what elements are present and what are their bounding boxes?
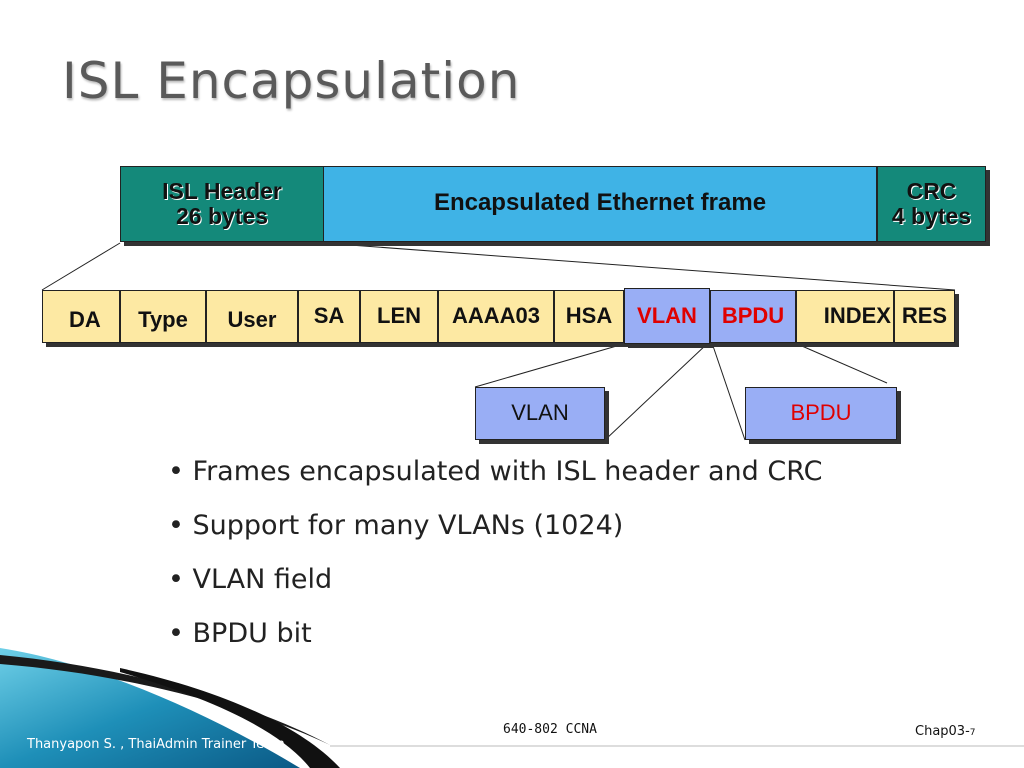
field-len: LEN [360, 290, 438, 343]
field-da: DA [42, 290, 120, 343]
vlan-callout-label: VLAN [511, 400, 569, 426]
bullet-list: • Frames encapsulated with ISL header an… [168, 448, 822, 664]
field-hsa: HSA [554, 290, 624, 343]
connector-line [474, 342, 628, 388]
bpdu-callout: BPDU [745, 387, 897, 440]
connector-line [604, 342, 709, 441]
encapsulated-frame-label: Encapsulated Ethernet frame [433, 188, 767, 216]
bullet-item: • BPDU bit [168, 618, 312, 649]
bullet-text: Frames encapsulated with ISL header and … [192, 456, 823, 487]
field-len-label: LEN [377, 303, 421, 329]
field-bpdu: BPDU [710, 290, 796, 343]
bpdu-callout-label: BPDU [790, 400, 852, 426]
field-sa-label: SA [313, 303, 345, 329]
field-user: User [206, 290, 298, 343]
footer-course: 640-802 CCNA [503, 722, 597, 737]
connector-line [711, 342, 746, 441]
bullet-item: • Frames encapsulated with ISL header an… [168, 456, 823, 487]
field-aaaa03-label: AAAA03 [451, 303, 541, 329]
slide-title: ISL Encapsulation [62, 52, 521, 110]
connector-line [41, 242, 121, 291]
bullet-item: • VLAN field [168, 564, 333, 595]
field-type-label: Type [138, 307, 188, 332]
connector-line [322, 242, 956, 291]
field-hsa-label: HSA [565, 303, 613, 329]
field-type: Type [120, 290, 206, 343]
field-index-label: INDEX [823, 303, 891, 329]
field-vlan: VLAN [624, 288, 710, 344]
field-res: RES [894, 290, 955, 343]
field-bpdu-label: BPDU [721, 303, 785, 329]
field-res-label: RES [901, 303, 948, 329]
field-aaaa03: AAAA03 [438, 290, 554, 343]
footer-author: Thanyapon S. , ThaiAdmin Trainer Team [27, 737, 285, 752]
isl-header-size: 26 bytes [175, 203, 269, 229]
footer-chapter-label: Chap03- [915, 724, 970, 739]
crc-size: 4 bytes [891, 203, 972, 229]
field-index: INDEX [796, 290, 894, 343]
crc-box: CRC 4 bytes [877, 166, 986, 242]
vlan-callout: VLAN [475, 387, 605, 440]
bullet-text: BPDU bit [192, 618, 312, 649]
field-da-label: DA [69, 307, 101, 332]
crc-label: CRC [906, 177, 957, 204]
bullet-text: Support for many VLANs (1024) [192, 510, 624, 541]
bullet-item: • Support for many VLANs (1024) [168, 510, 624, 541]
page-number: 7 [969, 728, 976, 738]
connector-line [794, 342, 888, 384]
encapsulated-frame-box: Encapsulated Ethernet frame [323, 166, 877, 242]
bullet-text: VLAN field [192, 564, 333, 595]
field-user-label: User [227, 307, 277, 332]
field-sa: SA [298, 290, 360, 343]
field-vlan-label: VLAN [637, 302, 697, 328]
footer-chapter: Chap03-7 [915, 724, 976, 739]
isl-header-label: ISL Header [162, 177, 282, 204]
